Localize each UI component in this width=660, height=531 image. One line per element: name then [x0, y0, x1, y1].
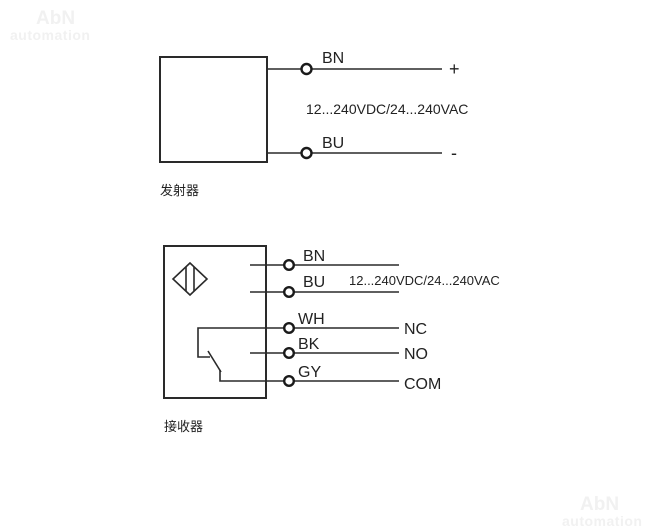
wire-code: BN	[303, 248, 325, 265]
watermark-brand: AbN	[580, 494, 619, 515]
wire-code: BU	[322, 135, 344, 152]
watermark-bottom-right: AbN automation	[562, 494, 642, 529]
terminal-icon	[300, 146, 313, 160]
output-function: COM	[404, 376, 441, 393]
emitter-caption: 发射器	[160, 183, 199, 199]
receiver-wire-wh: WH NC	[283, 311, 427, 338]
watermark-sub: automation	[562, 513, 642, 529]
terminal-icon	[283, 375, 296, 388]
wire-code: BU	[303, 274, 325, 291]
receiver-wire-bk: BK NO	[250, 336, 428, 363]
wire-code: BN	[322, 50, 344, 67]
receiver-wire-gy: GY COM	[283, 364, 441, 393]
wire-code: BK	[298, 336, 320, 353]
terminal-icon	[283, 347, 296, 360]
output-function: NC	[404, 321, 427, 338]
polarity-plus: +	[449, 59, 460, 79]
terminal-icon	[283, 259, 296, 272]
emitter-wire-bn: BN +	[267, 50, 460, 79]
polarity-minus: -	[451, 143, 457, 163]
output-function: NO	[404, 346, 428, 363]
receiver-body	[163, 245, 267, 399]
emitter-diagram: BN + 12...240VDC/24...240VAC BU - 发射器	[159, 50, 468, 199]
watermark-sub: automation	[10, 27, 90, 43]
wire-code: GY	[298, 364, 321, 381]
wire-code: WH	[298, 311, 325, 328]
terminal-icon	[283, 322, 296, 335]
terminal-icon	[283, 286, 296, 299]
emitter-supply-voltage: 12...240VDC/24...240VAC	[306, 101, 468, 117]
receiver-diagram: BN BU 12...240VDC/24...240VAC WH NC BK N…	[163, 245, 500, 435]
emitter-wire-bu: BU -	[267, 135, 457, 163]
receiver-supply-voltage: 12...240VDC/24...240VAC	[349, 273, 500, 288]
receiver-wire-bn: BN	[250, 248, 399, 272]
emitter-body	[159, 56, 268, 163]
watermark-brand: AbN	[36, 8, 75, 29]
watermark-top-left: AbN automation	[10, 8, 90, 43]
receiver-wire-bu: BU	[250, 274, 399, 299]
receiver-caption: 接收器	[164, 419, 203, 435]
through-beam-receiver-icon	[171, 261, 209, 297]
terminal-icon	[300, 62, 313, 76]
relay-contact-icon	[197, 327, 284, 382]
